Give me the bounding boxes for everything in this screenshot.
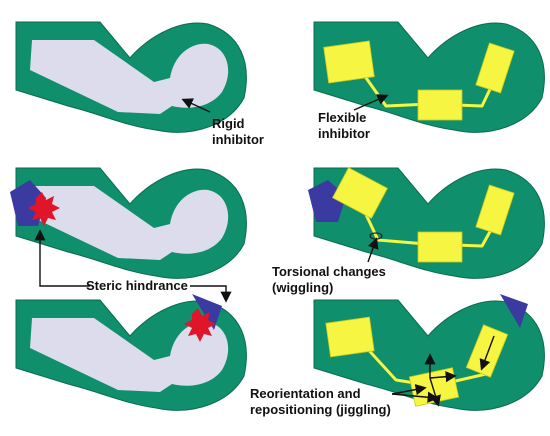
steric-clash-burst [184,308,216,342]
rigid-pointer-arrow [181,98,211,113]
inhibitor-fragment-center [417,89,463,121]
panel-torsional-changes [308,167,545,279]
inhibitor-fragment-center [417,231,463,263]
flexible-inhibitor-label-line2: inhibitor [318,126,370,141]
rigid-inhibitor-shape [30,186,229,260]
inhibitor-fragment-left [323,40,375,84]
steric-obstacle [192,294,222,330]
steric-hindrance-label: Steric hindrance [86,278,188,293]
reorient-pointer-arrow-2 [391,391,439,403]
axis-arrow-right [429,371,457,383]
flexible-inhibitor-label-line1: Flexible [318,110,366,125]
steric-obstacle [500,294,528,328]
panel-rigid-inhibitor [15,21,247,133]
reorientation-label-line1: Reorientation and [250,386,361,401]
inhibitor-fragment-left [325,316,375,358]
inhibitor-fragment-right [475,184,515,236]
rigid-inhibitor-shape [30,318,229,392]
inhibitor-fragment-right [475,42,515,94]
torsional-pointer-arrow [367,237,379,263]
panel-rigid-clash-left [10,167,247,279]
panel-rigid-clash-right [15,294,247,411]
panel-flexible-inhibitor [313,21,545,133]
flexible-pointer-arrow [353,94,389,111]
inhibitor-fragment-right [465,324,509,378]
reorient-pointer-arrow-1 [391,384,427,396]
steric-left-arrow [34,229,90,287]
rigid-inhibitor-shape [30,40,229,114]
panel-repositioning [313,294,545,411]
rigid-inhibitor-label-line2: inhibitor [212,132,264,147]
inhibitor-fragment-left [332,167,388,219]
reorientation-label-line2: repositioning (jiggling) [250,402,391,417]
reposition-arrow [479,335,495,371]
torsional-changes-label-line2: (wiggling) [272,280,333,295]
rigid-inhibitor-label-line1: Rigid [212,116,245,131]
steric-right-arrow [190,285,232,303]
torsional-changes-label-line1: Torsional changes [272,264,386,279]
steric-clash-burst [28,192,60,226]
